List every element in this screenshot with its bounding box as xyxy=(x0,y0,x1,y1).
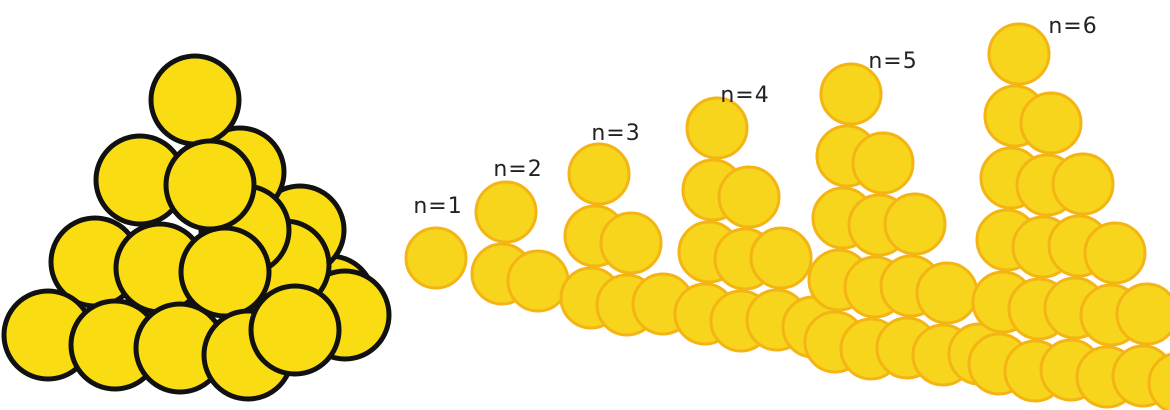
stack-n2: n=2 xyxy=(472,157,568,311)
label-n4: n=4 xyxy=(720,83,769,108)
orange-ball xyxy=(181,228,269,316)
ball xyxy=(569,144,629,204)
orange-ball xyxy=(251,286,339,374)
ball xyxy=(885,194,945,254)
ball xyxy=(917,263,977,323)
ball xyxy=(1053,154,1113,214)
ball xyxy=(1117,284,1170,344)
ball xyxy=(719,167,779,227)
ball xyxy=(751,228,811,288)
stack-n6: n=6 xyxy=(969,14,1170,410)
orange-ball xyxy=(166,141,254,229)
label-n6: n=6 xyxy=(1048,14,1097,39)
ball xyxy=(508,251,568,311)
ball xyxy=(989,24,1049,84)
ball xyxy=(1085,223,1145,283)
stack-n3: n=3 xyxy=(561,121,693,335)
orange-ball xyxy=(151,56,239,144)
ball xyxy=(601,213,661,273)
ball xyxy=(1021,93,1081,153)
ball xyxy=(476,182,536,242)
ball xyxy=(853,133,913,193)
label-n1: n=1 xyxy=(413,194,462,219)
orange-pyramid-pile xyxy=(4,56,389,399)
label-n2: n=2 xyxy=(493,157,542,182)
stack-n1: n=1 xyxy=(406,194,466,288)
label-n3: n=3 xyxy=(591,121,640,146)
stack-n5: n=5 xyxy=(805,49,1009,385)
label-n5: n=5 xyxy=(868,49,917,74)
ball xyxy=(406,228,466,288)
